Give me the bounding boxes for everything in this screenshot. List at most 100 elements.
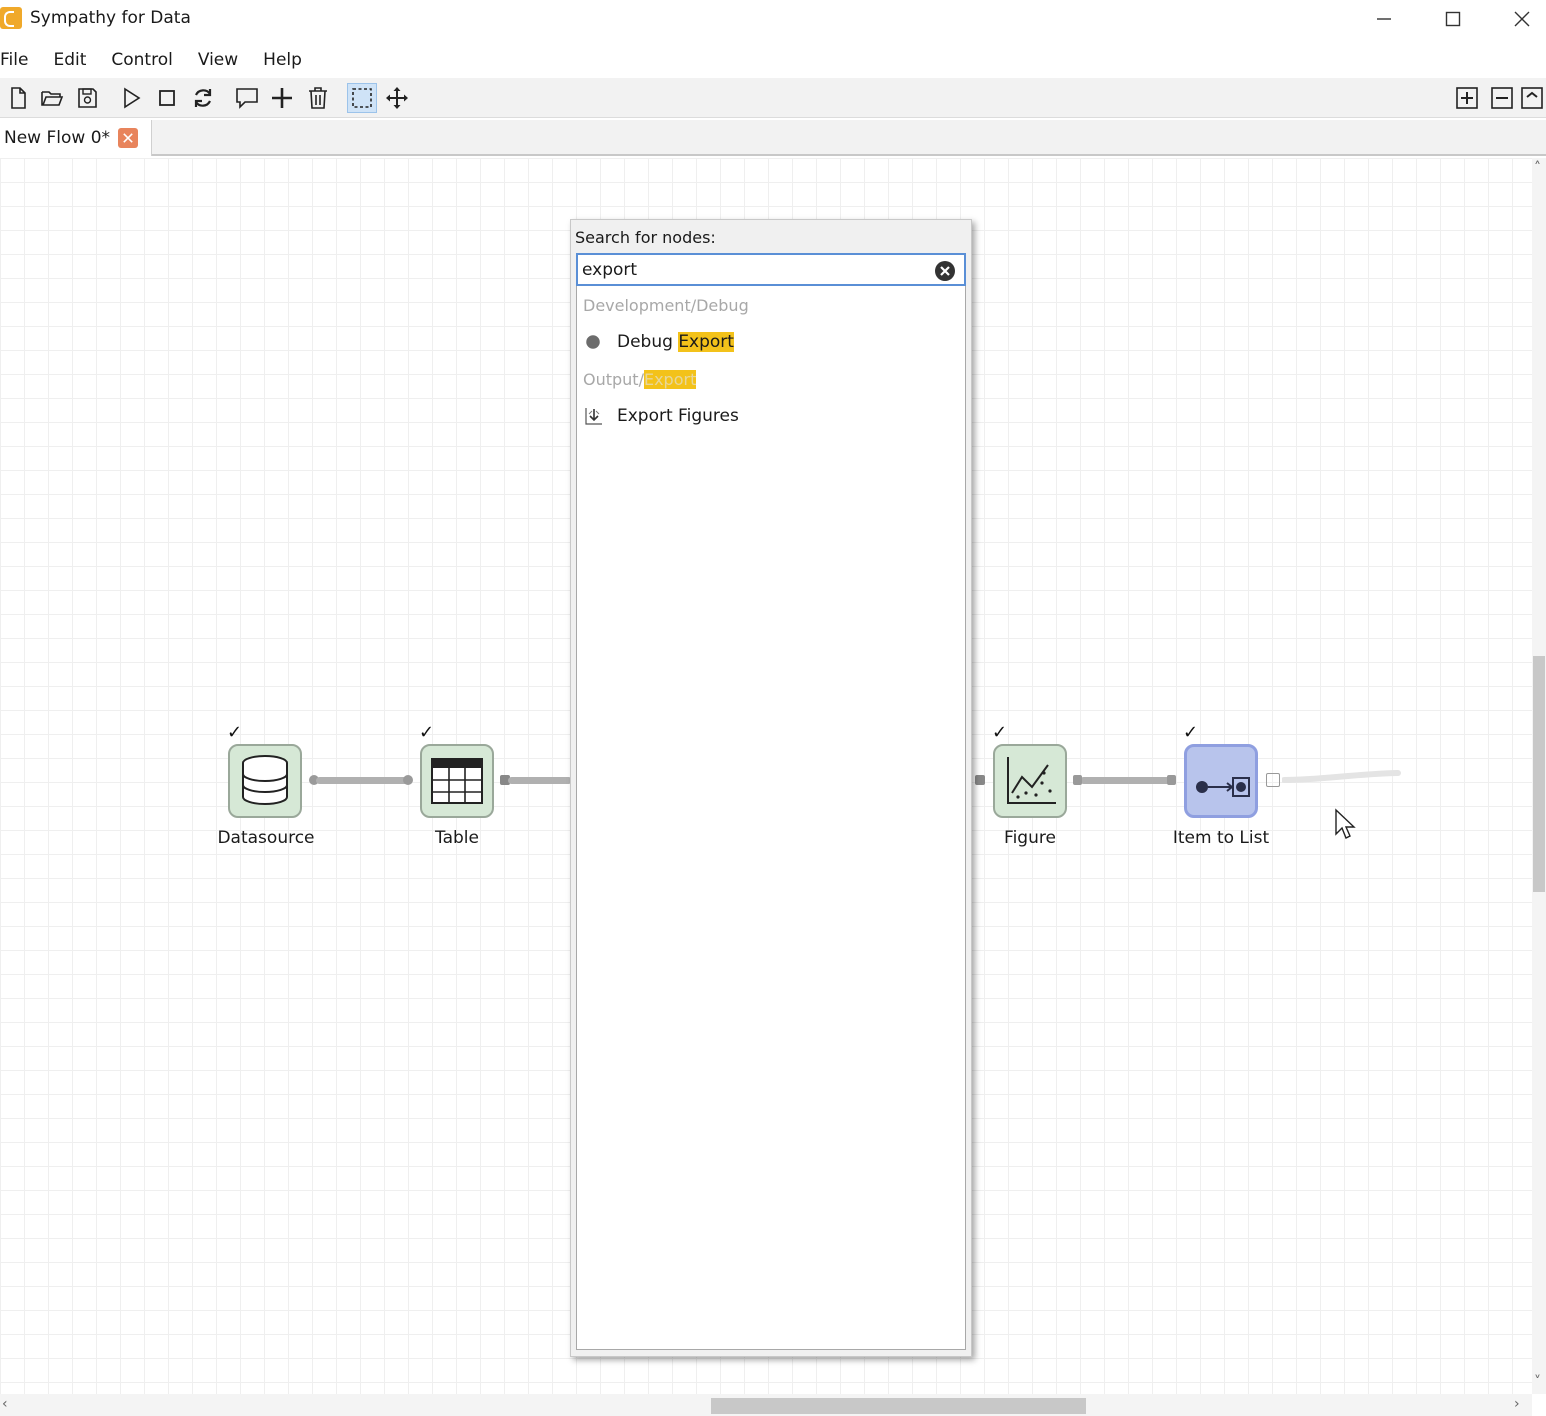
scroll-down-icon[interactable]: ˅ bbox=[1534, 1374, 1541, 1390]
vertical-scrollbar[interactable]: ˄ ˅ bbox=[1532, 158, 1546, 1394]
menu-edit[interactable]: Edit bbox=[53, 50, 87, 70]
connection[interactable] bbox=[316, 777, 408, 784]
match-highlight: Export bbox=[678, 332, 734, 352]
node-label: Datasource bbox=[217, 828, 315, 848]
result-item-export-figures[interactable]: Export Figures bbox=[583, 402, 739, 430]
delete-button[interactable] bbox=[303, 83, 333, 113]
play-icon bbox=[124, 87, 141, 109]
node-search-popup: Search for nodes: Development/Debug Debu… bbox=[570, 219, 972, 1357]
node-table[interactable] bbox=[420, 744, 494, 818]
tab-label: New Flow 0* bbox=[4, 128, 111, 148]
vertical-scroll-thumb[interactable] bbox=[1533, 656, 1545, 892]
horizontal-scrollbar[interactable]: ‹ › bbox=[0, 1394, 1532, 1416]
output-port[interactable] bbox=[309, 775, 319, 785]
menu-file[interactable]: File bbox=[0, 50, 29, 70]
output-port[interactable] bbox=[1073, 775, 1082, 785]
save-icon bbox=[78, 88, 97, 108]
flow-tab-bar: New Flow 0* bbox=[0, 120, 1546, 156]
menu-control[interactable]: Control bbox=[111, 50, 173, 70]
scroll-left-icon[interactable]: ‹ bbox=[2, 1396, 8, 1412]
connection[interactable] bbox=[1080, 777, 1172, 784]
menu-help[interactable]: Help bbox=[263, 50, 302, 70]
close-icon bbox=[123, 133, 133, 143]
horizontal-scroll-thumb[interactable] bbox=[711, 1398, 1086, 1414]
select-mode-button[interactable] bbox=[347, 83, 377, 113]
trash-icon bbox=[309, 87, 327, 109]
result-label-prefix: Debug bbox=[617, 332, 679, 352]
open-file-button[interactable] bbox=[37, 83, 67, 113]
node-figure[interactable] bbox=[993, 744, 1067, 818]
export-figures-icon bbox=[583, 406, 603, 426]
pending-connection bbox=[1282, 770, 1401, 783]
add-node-button[interactable] bbox=[267, 83, 297, 113]
minimize-button[interactable] bbox=[1354, 0, 1414, 38]
save-button[interactable] bbox=[72, 83, 102, 113]
title-bar: Sympathy for Data bbox=[0, 0, 1546, 40]
tab-close-button[interactable] bbox=[118, 128, 139, 148]
tab-new-flow[interactable]: New Flow 0* bbox=[0, 120, 152, 156]
stop-button[interactable] bbox=[152, 83, 182, 113]
input-port[interactable] bbox=[1167, 775, 1176, 785]
scroll-up-icon[interactable]: ˄ bbox=[1534, 160, 1541, 176]
table-icon bbox=[431, 758, 483, 804]
circle-icon bbox=[583, 332, 603, 352]
result-category: Output/Export bbox=[583, 370, 697, 389]
maximize-icon bbox=[1445, 11, 1461, 27]
move-icon bbox=[386, 87, 408, 109]
clear-search-icon[interactable] bbox=[934, 260, 956, 282]
app-logo-icon bbox=[0, 7, 22, 29]
mouse-cursor-icon bbox=[1335, 808, 1356, 839]
folder-open-icon bbox=[41, 91, 64, 106]
node-label: Item to List bbox=[1172, 828, 1270, 848]
status-check-icon: ✓ bbox=[227, 722, 243, 743]
node-datasource[interactable] bbox=[228, 744, 302, 818]
output-port[interactable] bbox=[500, 775, 510, 785]
output-port[interactable] bbox=[1266, 773, 1280, 787]
zoom-fit-icon bbox=[1521, 87, 1543, 109]
reload-icon bbox=[194, 89, 212, 107]
search-results-list: Development/Debug Debug Export Output/Ex… bbox=[576, 286, 966, 1350]
add-text-field-button[interactable] bbox=[232, 83, 262, 113]
search-label: Search for nodes: bbox=[575, 228, 716, 247]
connection[interactable] bbox=[508, 777, 572, 784]
result-label: Export Figures bbox=[617, 406, 739, 426]
toolbar bbox=[0, 78, 1546, 118]
zoom-out-icon bbox=[1491, 87, 1513, 109]
match-highlight: Export bbox=[643, 370, 697, 389]
scroll-right-icon[interactable]: › bbox=[1514, 1396, 1520, 1412]
result-item-debug-export[interactable]: Debug Export bbox=[583, 328, 734, 356]
close-icon bbox=[1514, 11, 1530, 27]
execute-button[interactable] bbox=[116, 83, 146, 113]
status-check-icon: ✓ bbox=[992, 722, 1008, 743]
new-file-button[interactable] bbox=[3, 83, 33, 113]
database-icon bbox=[242, 755, 288, 805]
node-label: Figure bbox=[1004, 828, 1056, 848]
node-item-to-list[interactable] bbox=[1184, 744, 1258, 818]
minimize-icon bbox=[1377, 18, 1391, 20]
zoom-in-icon bbox=[1456, 87, 1478, 109]
zoom-in-button[interactable] bbox=[1452, 83, 1482, 113]
node-label: Table bbox=[435, 828, 479, 848]
speech-bubble-icon bbox=[236, 88, 258, 109]
plus-icon bbox=[272, 88, 292, 108]
item-to-list-icon bbox=[1196, 777, 1250, 797]
zoom-fit-button[interactable] bbox=[1520, 83, 1546, 113]
rectangle-select-icon bbox=[352, 88, 372, 108]
menu-bar: File Edit Control View Help bbox=[0, 44, 1546, 76]
search-box bbox=[576, 253, 966, 286]
reload-button[interactable] bbox=[188, 83, 218, 113]
input-port[interactable] bbox=[403, 775, 413, 785]
search-input[interactable] bbox=[582, 257, 922, 283]
new-file-icon bbox=[11, 87, 26, 109]
window-title: Sympathy for Data bbox=[30, 8, 191, 28]
figure-icon bbox=[1007, 757, 1056, 804]
pan-mode-button[interactable] bbox=[382, 83, 412, 113]
menu-view[interactable]: View bbox=[197, 50, 239, 70]
result-category: Development/Debug bbox=[583, 296, 749, 315]
status-check-icon: ✓ bbox=[419, 722, 435, 743]
close-window-button[interactable] bbox=[1492, 0, 1546, 38]
zoom-out-button[interactable] bbox=[1487, 83, 1517, 113]
maximize-button[interactable] bbox=[1423, 0, 1483, 38]
status-check-icon: ✓ bbox=[1183, 722, 1199, 743]
input-port[interactable] bbox=[975, 775, 985, 785]
